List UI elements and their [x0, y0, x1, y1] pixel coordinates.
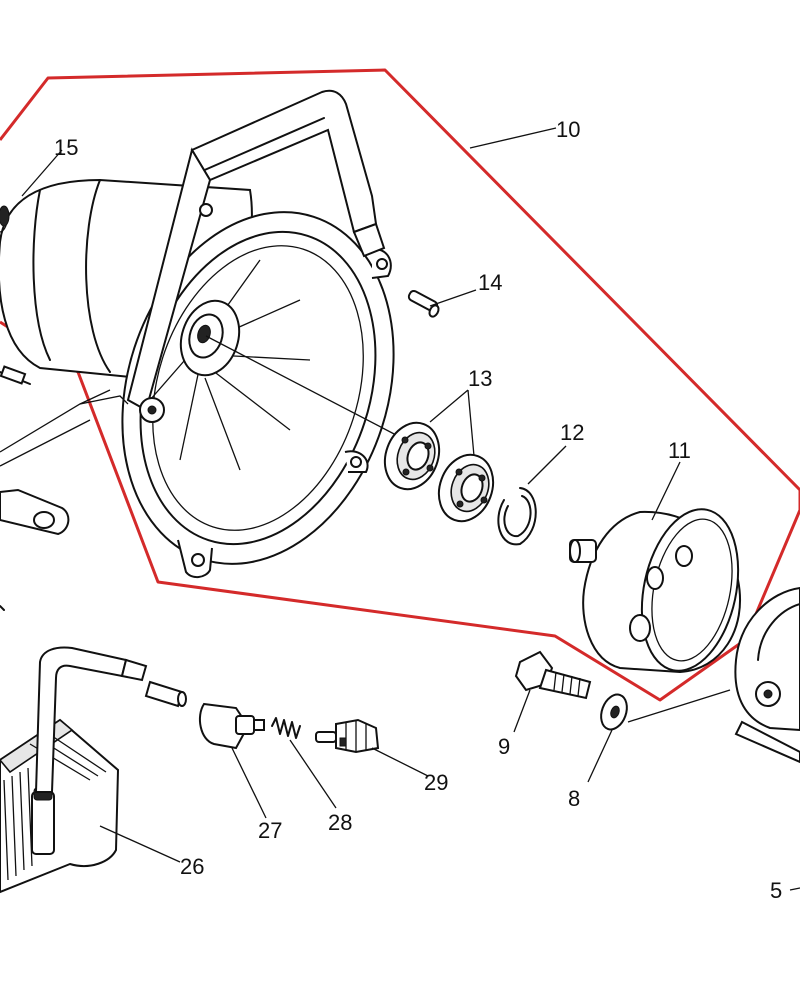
bearing-right	[437, 453, 495, 523]
callout-10: 10	[556, 117, 580, 142]
snap-ring	[497, 487, 537, 546]
callout-13: 13	[468, 366, 492, 391]
callout-8: 8	[568, 786, 580, 811]
callout-26: 26	[180, 854, 204, 879]
callout-12: 12	[560, 420, 584, 445]
callout-28: 28	[328, 810, 352, 835]
spring-part	[271, 717, 301, 739]
callout-9: 9	[498, 734, 510, 759]
spark-plug-cap	[144, 680, 265, 750]
callout-29: 29	[424, 770, 448, 795]
washer-part	[600, 693, 628, 731]
clutch-drum	[569, 508, 741, 674]
bearing-left	[383, 421, 441, 491]
ignition-coil	[0, 646, 148, 894]
callout-27: 27	[258, 818, 282, 843]
callout-14: 14	[478, 270, 502, 295]
handle-frame	[126, 89, 386, 423]
partial-housing-right	[734, 586, 800, 764]
shaft-axis-line	[205, 335, 399, 437]
callout-11: 11	[668, 438, 691, 463]
spark-plug	[315, 718, 380, 754]
bolt-part	[514, 650, 592, 700]
partial-parts-left	[0, 365, 129, 611]
leader-lines	[21, 127, 800, 891]
callout-15: 15	[54, 135, 78, 160]
callout-5: 5	[770, 878, 782, 903]
